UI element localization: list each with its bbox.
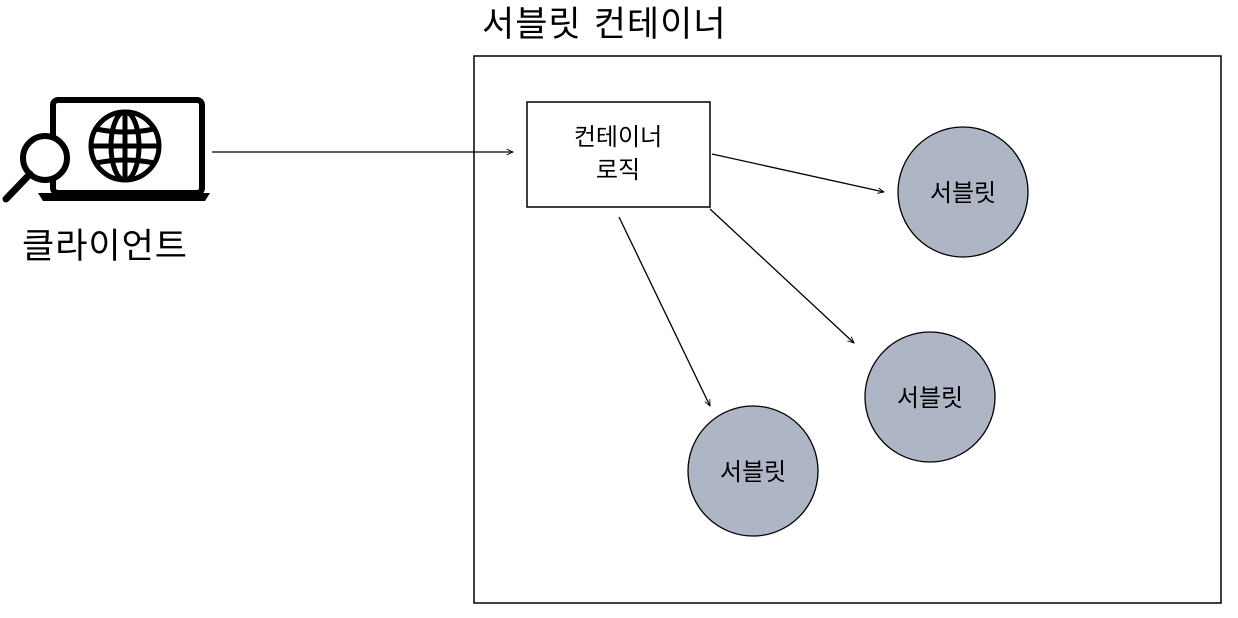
logic-to-servlet-arrow bbox=[709, 208, 854, 343]
servlet-label: 서블릿 bbox=[720, 458, 786, 486]
servlet-node: 서블릿 bbox=[897, 126, 1029, 258]
logic-to-servlet-arrow bbox=[711, 153, 884, 192]
servlet-label: 서블릿 bbox=[897, 384, 963, 412]
container-logic-label-line1: 컨테이너 bbox=[574, 123, 662, 151]
client-label: 클라이언트 bbox=[22, 227, 189, 267]
container-logic-label-line2: 로직 bbox=[596, 156, 640, 184]
servlet-node: 서블릿 bbox=[864, 331, 996, 463]
servlet-label: 서블릿 bbox=[930, 179, 996, 207]
servlet-node: 서블릿 bbox=[687, 405, 819, 537]
container-title: 서블릿 컨테이너 bbox=[482, 5, 727, 45]
container-logic-box bbox=[526, 101, 711, 208]
laptop-globe-search-icon bbox=[2, 97, 210, 203]
container-logic-node: 컨테이너 로직 bbox=[526, 101, 711, 208]
logic-to-servlet-arrow bbox=[618, 216, 711, 406]
